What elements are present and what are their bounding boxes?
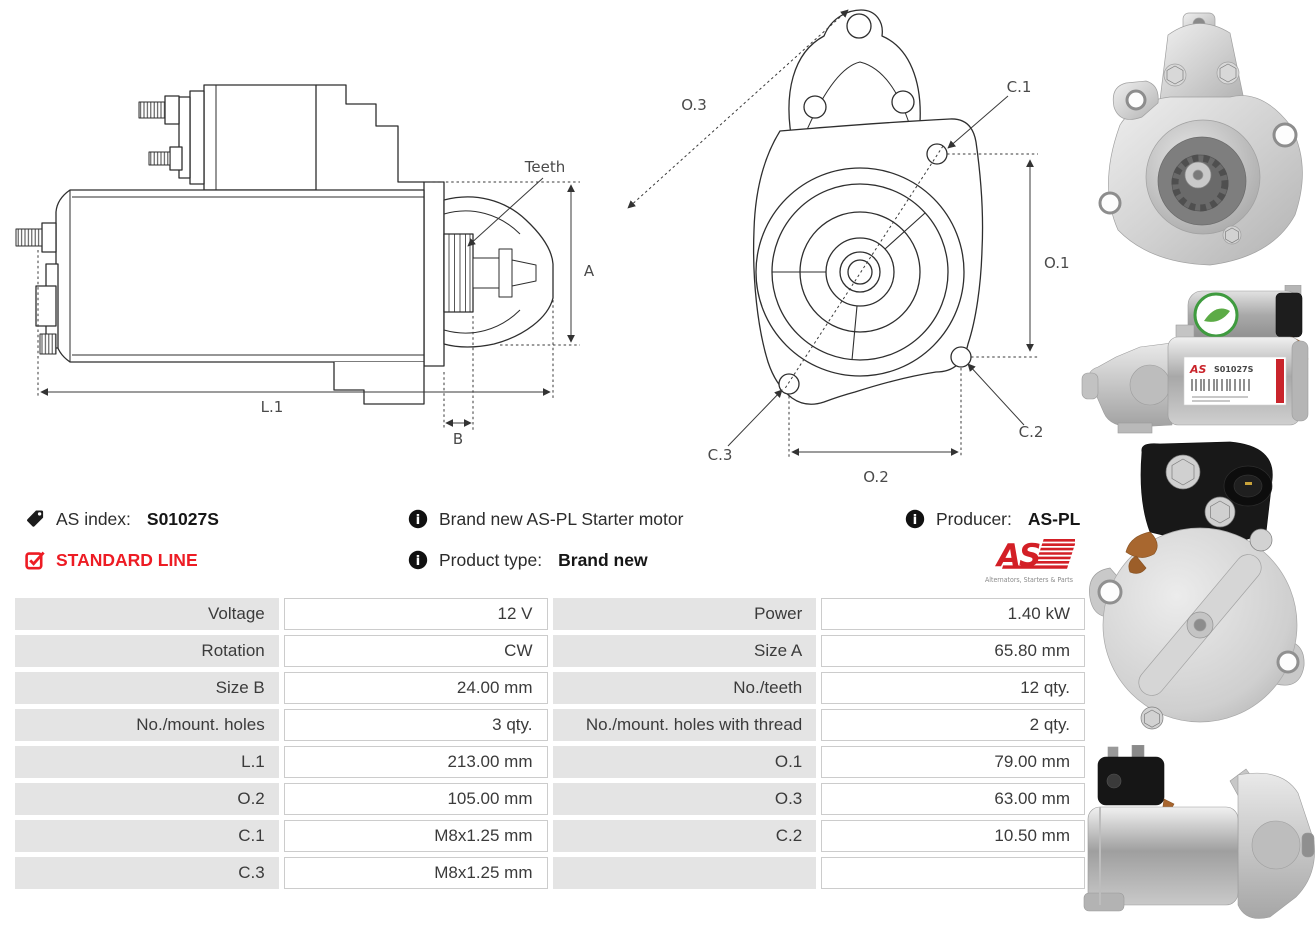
producer-label: Producer: [936, 508, 1012, 529]
info-icon: i [408, 509, 428, 529]
spec-label: Size A [552, 635, 817, 667]
spec-label: C.1 [15, 820, 279, 852]
spec-value: M8x1.25 mm [283, 820, 548, 852]
spec-value: 1.40 kW [821, 598, 1085, 630]
spec-value: CW [283, 635, 548, 667]
as-index-value: S01027S [146, 508, 219, 529]
label-dim-o3: O.3 [681, 96, 707, 114]
spec-label: L.1 [15, 746, 279, 778]
info-column-left: AS index: S01027S STANDARD LINE [25, 507, 219, 572]
spec-label: Power [552, 598, 817, 630]
spec-label: C.2 [552, 820, 817, 852]
brand-new-text: Brand new AS-PL Starter motor [439, 508, 684, 529]
label-dim-l1: L.1 [261, 398, 284, 416]
tag-icon [27, 510, 44, 527]
standard-line-label: STANDARD LINE [56, 549, 198, 570]
photo-rear-view [1089, 441, 1305, 730]
spec-table: Voltage 12 V Power 1.40 kW Rotation CW S… [15, 598, 1085, 889]
spec-label: O.3 [552, 783, 817, 815]
spec-label: O.2 [15, 783, 279, 815]
table-row: Voltage 12 V Power 1.40 kW [15, 598, 1085, 630]
photo-side-view-2 [1083, 745, 1315, 919]
spec-value: 105.00 mm [283, 783, 548, 815]
photo-side-view: AS S01027S [1081, 285, 1309, 434]
spec-value: 65.80 mm [821, 635, 1085, 667]
table-row: L.1 213.00 mm O.1 79.00 mm [15, 746, 1085, 778]
checkbox-checked-icon [25, 551, 45, 570]
table-row: Rotation CW Size A 65.80 mm [15, 635, 1085, 667]
spec-value: 12 qty. [821, 672, 1085, 704]
producer-entry: i Producer: AS-PL [905, 507, 1080, 531]
as-pl-logo: AS Alternators, Starters & Parts [985, 538, 1075, 584]
table-row: No./mount. holes 3 qty. No./mount. holes… [15, 709, 1085, 741]
spec-value: 63.00 mm [821, 783, 1085, 815]
spec-value: M8x1.25 mm [283, 857, 548, 889]
label-dim-o2: O.2 [863, 468, 889, 486]
product-photo-column: AS S01027S [1080, 0, 1316, 936]
as-pl-logo-tagline: Alternators, Starters & Parts [985, 576, 1073, 584]
side-view-technical-drawing: Teeth A L.1 B [15, 84, 595, 448]
spec-label: Size B [15, 672, 279, 704]
label-dim-c3: C.3 [708, 446, 733, 464]
spec-value: 10.50 mm [821, 820, 1085, 852]
spec-value: 12 V [283, 598, 548, 630]
label-dim-a: A [584, 262, 595, 280]
svg-text:i: i [913, 512, 918, 528]
info-column-right: i Producer: AS-PL [905, 507, 1080, 531]
photo-label-code: S01027S [1214, 365, 1254, 374]
label-dim-c1: C.1 [1007, 78, 1032, 96]
spec-value: 79.00 mm [821, 746, 1085, 778]
spec-value: 213.00 mm [283, 746, 548, 778]
spec-label: No./mount. holes [15, 709, 279, 741]
product-type-value: Brand new [558, 549, 648, 570]
table-row: Size B 24.00 mm No./teeth 12 qty. [15, 672, 1085, 704]
as-index-label: AS index: [56, 508, 131, 529]
front-dimension-annotations [627, 9, 1038, 458]
table-row: O.2 105.00 mm O.3 63.00 mm [15, 783, 1085, 815]
table-row: C.3 M8x1.25 mm [15, 857, 1085, 889]
label-teeth: Teeth [524, 158, 565, 176]
info-icon: i [408, 550, 428, 570]
photo-front-view [1098, 12, 1303, 266]
producer-value: AS-PL [1027, 508, 1081, 529]
spec-value: 2 qty. [821, 709, 1085, 741]
product-type-label: Product type: [439, 549, 543, 570]
side-dimension-annotations [37, 177, 580, 430]
spec-label: C.3 [15, 857, 279, 889]
spec-value: 24.00 mm [283, 672, 548, 704]
info-column-middle: i Brand new AS-PL Starter motor i Produc… [408, 507, 683, 572]
product-type-entry: i Product type: Brand new [408, 548, 683, 572]
brand-new-entry: i Brand new AS-PL Starter motor [408, 507, 683, 531]
as-index-entry: AS index: S01027S [25, 507, 219, 531]
svg-text:i: i [416, 553, 421, 569]
table-row: C.1 M8x1.25 mm C.2 10.50 mm [15, 820, 1085, 852]
starter-outline-side [15, 84, 554, 405]
label-dim-b: B [453, 430, 463, 448]
spec-label: Voltage [15, 598, 279, 630]
front-view-technical-drawing: O.3 C.1 O.1 C.3 C.2 O.2 [627, 9, 1070, 486]
info-icon: i [905, 509, 925, 529]
starter-outline-front [752, 9, 984, 405]
photo-label-brand: AS [1189, 363, 1207, 376]
label-dim-c2: C.2 [1019, 423, 1044, 441]
label-dim-o1: O.1 [1044, 254, 1070, 272]
spec-label: No./teeth [552, 672, 817, 704]
svg-text:i: i [416, 512, 421, 528]
spec-label: No./mount. holes with thread [552, 709, 817, 741]
standard-line-entry: STANDARD LINE [25, 548, 219, 572]
spec-label: Rotation [15, 635, 279, 667]
spec-label [552, 857, 817, 889]
spec-label: O.1 [552, 746, 817, 778]
spec-value [821, 857, 1085, 889]
spec-value: 3 qty. [283, 709, 548, 741]
